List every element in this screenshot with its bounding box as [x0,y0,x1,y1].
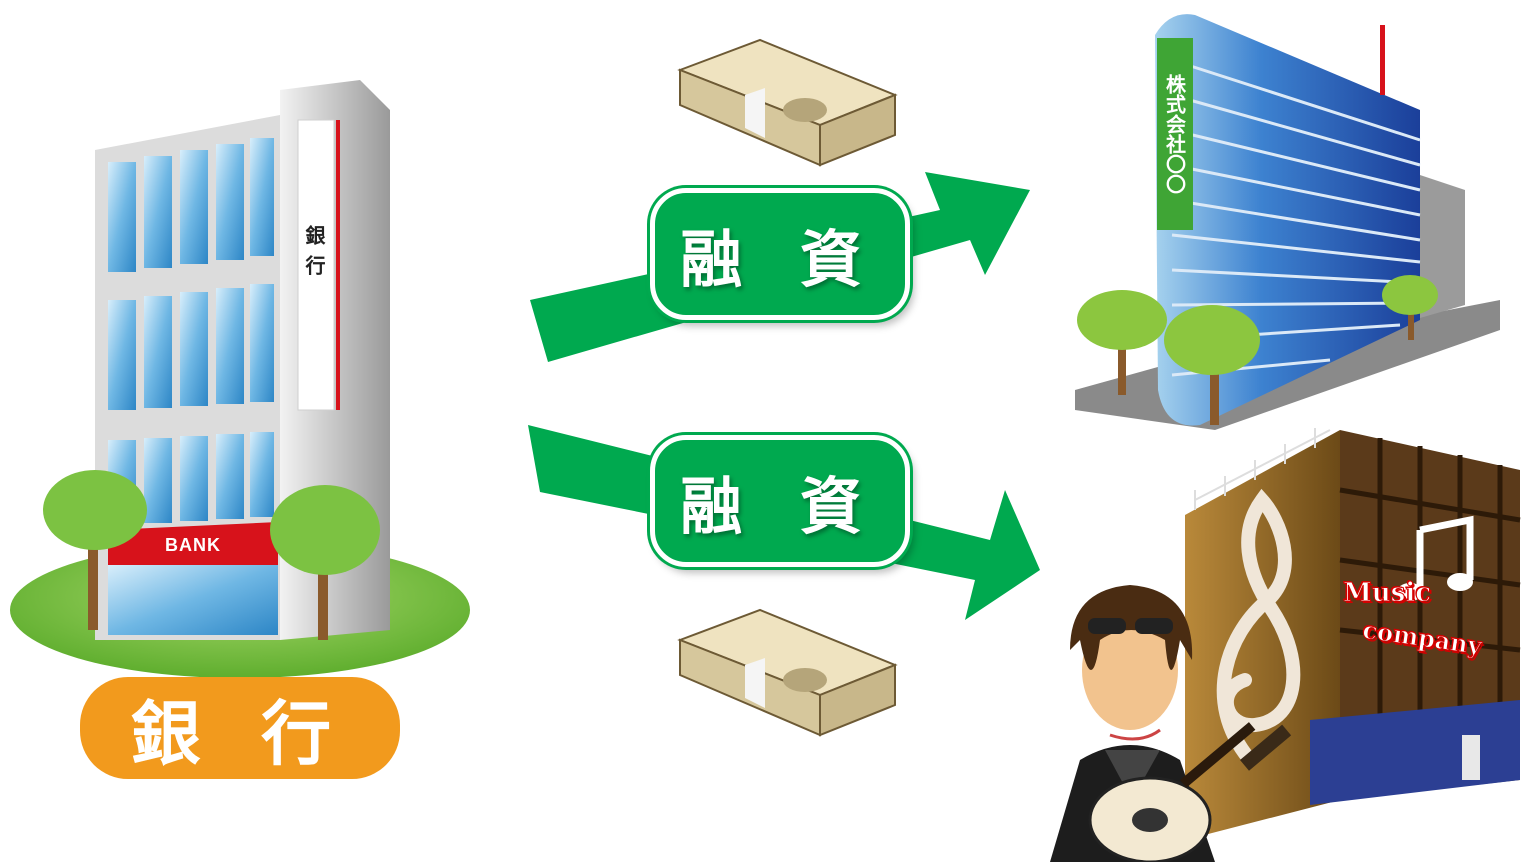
music-store-icon [1185,428,1521,840]
tree-icon [270,485,380,640]
tree-icon [43,470,147,630]
tree-icon [1164,305,1260,425]
tree-icon [1382,275,1438,340]
music-company-line1: Music [1342,578,1432,609]
bank-band-label: BANK [165,534,221,555]
cash-bundle-icon [677,38,898,167]
cash-bundle-icon [677,608,898,737]
company-sign: 株式会社〇〇 [1162,74,1187,194]
bank-sign: 銀行 [302,225,326,285]
bank-label: 銀 行 [80,677,400,779]
financing-label-lower: 融 資 [650,435,910,567]
financing-label-upper: 融 資 [650,188,910,320]
bank-building-icon [10,80,470,678]
office-building-icon [1075,14,1500,430]
tree-icon [1077,290,1167,395]
musician-icon [1050,585,1292,862]
